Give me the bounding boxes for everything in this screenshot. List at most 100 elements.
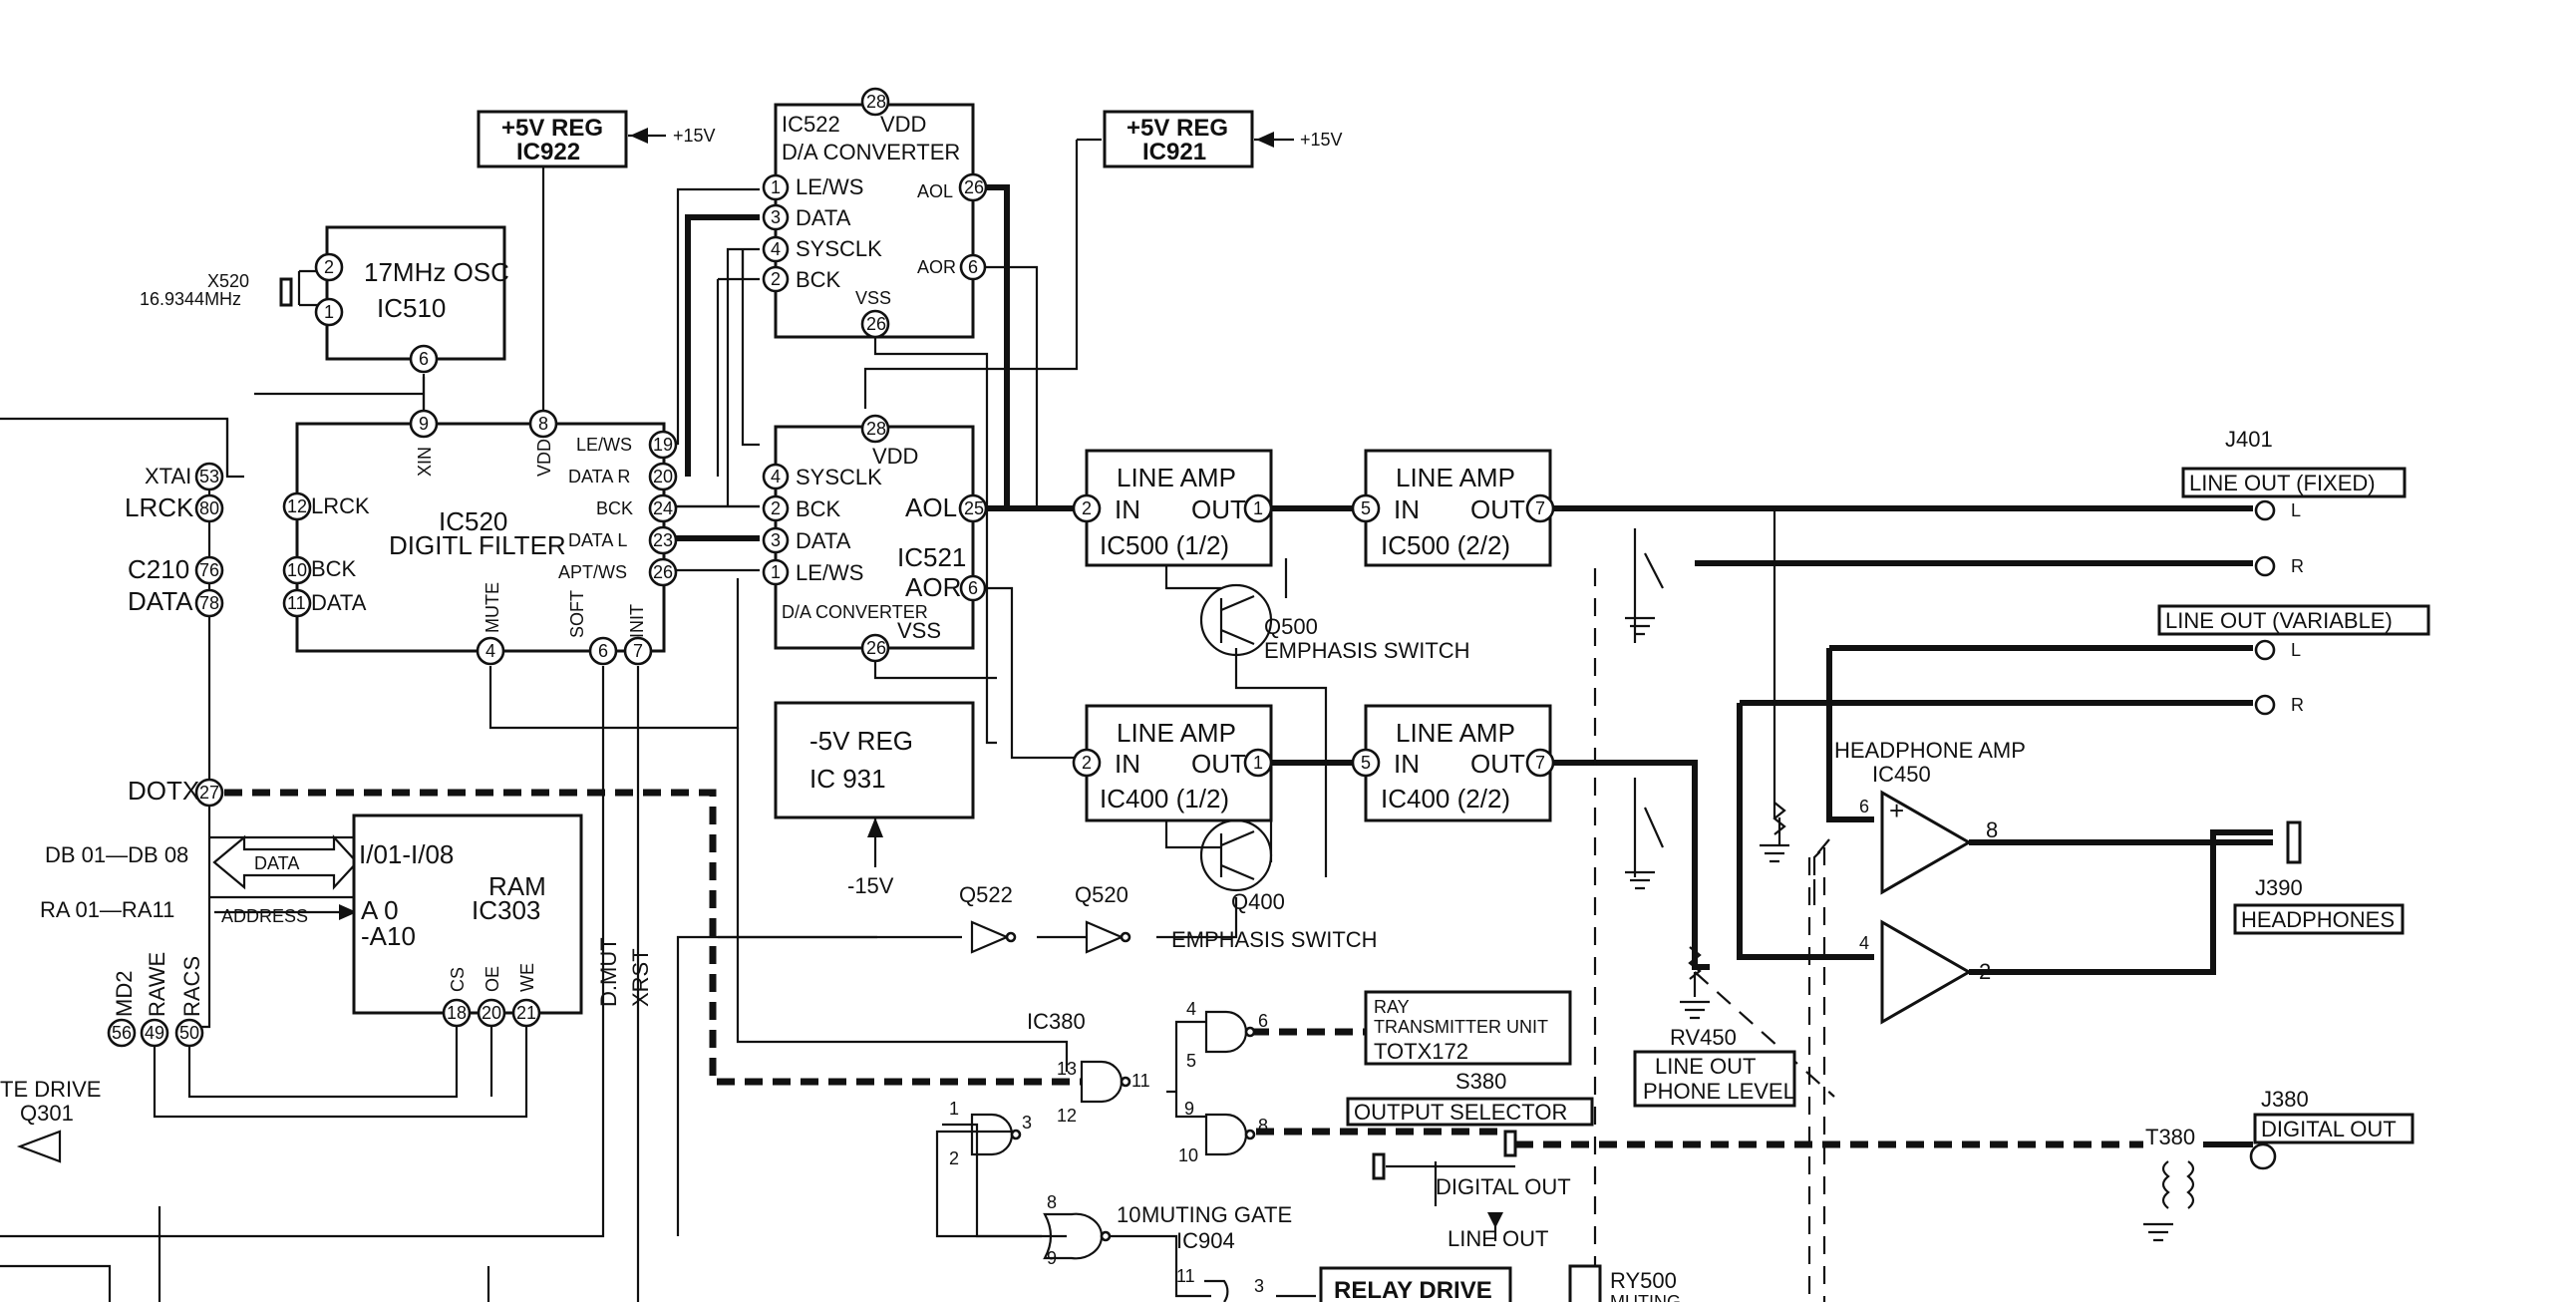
ic931-supply: -15V: [847, 873, 894, 898]
ic520-desc: DIGITL FILTER: [389, 530, 566, 560]
j390-label: J390: [2255, 875, 2303, 900]
ic500b-pin-5: 5: [1361, 498, 1371, 518]
ic522-pin-2: 2: [771, 269, 781, 289]
ic400b-name: IC400 (2/2): [1381, 784, 1510, 814]
ram-oe: OE: [483, 966, 502, 992]
ic522-pin-3: 3: [771, 207, 781, 227]
q500-label: Q500: [1264, 614, 1318, 639]
ic904-pin-8: 8: [1047, 1192, 1057, 1212]
output-selector-label: OUTPUT SELECTOR: [1354, 1100, 1567, 1125]
ic500a-name: IC500 (1/2): [1100, 530, 1229, 560]
ic522-pin-26b: 26: [866, 314, 886, 334]
jack-fixed-r: [2254, 555, 2276, 577]
osc-pin-1: 1: [324, 302, 334, 322]
ic522-pin-bck: BCK: [796, 267, 841, 292]
line-amp-ic400a: LINE AMP IN OUT IC400 (1/2) 2 1: [1072, 704, 1273, 822]
ic380-pin-9: 9: [1184, 1099, 1194, 1119]
jack-var-r: [2254, 694, 2276, 716]
outputs: J401 LINE OUT (FIXED) L R LINE OUT (VARI…: [1633, 427, 2430, 1209]
mcu-pin-56: 56: [112, 1023, 132, 1043]
ic520-pin-23: 23: [653, 530, 673, 550]
reg-ic931: -5V REG IC 931 -15V: [774, 701, 975, 898]
ic380-label: IC380: [1027, 1009, 1086, 1034]
relay-drive: RELAY DRIVE RY500 MUTING: [1319, 1264, 1681, 1302]
sig-data: DATA: [128, 586, 193, 616]
selector-line-out: LINE OUT: [1448, 1226, 1548, 1251]
ic520-pin-10: 10: [287, 560, 307, 580]
ic380-pin-6: 6: [1258, 1011, 1268, 1031]
q500-symbol: [1199, 583, 1273, 657]
ic931-line2: IC 931: [809, 764, 886, 794]
ic904-pin-10: 10: [1117, 1202, 1140, 1227]
ic400b-pin-5: 5: [1361, 753, 1371, 773]
ic380-pin-1: 1: [949, 1099, 959, 1119]
sig-q301: Q301: [20, 1101, 74, 1126]
ic522-pin-1: 1: [771, 177, 781, 197]
ray-line3: TOTX172: [1374, 1039, 1468, 1064]
q400-symbol: [1199, 818, 1273, 892]
ic380-pin-13: 13: [1057, 1059, 1077, 1079]
ic400a-pin-2: 2: [1082, 753, 1092, 773]
osc-ic510: 17MHz OSC IC510 2 1 6 X520 16.9344MHz: [140, 225, 509, 374]
ic522-pin-data: DATA: [796, 205, 851, 230]
ic521-pin-6: 6: [968, 578, 978, 598]
hp-pin-8: 8: [1986, 817, 1998, 842]
muting-gate-label: MUTING GATE: [1141, 1202, 1292, 1227]
hp-amp-plus: +: [1889, 796, 1904, 825]
ic521-name: IC521: [897, 542, 966, 572]
ic380-pin-2: 2: [949, 1148, 959, 1168]
ic500a-title: LINE AMP: [1117, 463, 1236, 492]
dac-ic522: IC522 VDD D/A CONVERTER LE/WS DATA SYSCL…: [762, 87, 988, 339]
ic521-pin-4: 4: [771, 467, 781, 487]
ram-addr2: -A10: [361, 921, 416, 951]
mcu-pin-53: 53: [199, 467, 219, 487]
ic904-pin-3: 3: [1254, 1276, 1264, 1296]
ic500b-name: IC500 (2/2): [1381, 530, 1510, 560]
ic520-data: DATA: [311, 590, 367, 615]
q400-label: Q400: [1231, 889, 1285, 914]
ic922-supply: +15V: [673, 126, 716, 146]
bus-data-label: DATA: [254, 853, 299, 873]
ic520-pin-9: 9: [419, 414, 429, 434]
ic522-aol: AOL: [917, 181, 953, 201]
q520-label: Q520: [1075, 882, 1128, 907]
ic380-pin-3: 3: [1022, 1113, 1032, 1133]
ic500a-in: IN: [1115, 494, 1140, 524]
logic-ic904: 8 9 10 MUTING GATE IC904 11 3: [1043, 1192, 1292, 1302]
ic380-pin-11: 11: [1131, 1071, 1150, 1091]
line-amp-ic500a: LINE AMP IN OUT IC500 (1/2) 2 1: [1072, 449, 1273, 567]
var-l: L: [2291, 640, 2301, 660]
ic400a-title: LINE AMP: [1117, 718, 1236, 748]
sig-ra: RA 01—RA11: [40, 897, 174, 922]
ic520-pin-4: 4: [485, 641, 495, 661]
ic520-vdd: VDD: [534, 439, 554, 477]
ic400a-out: OUT: [1191, 749, 1246, 779]
ic520-pin-20: 20: [653, 467, 673, 487]
sig-md2: MD2: [112, 971, 137, 1017]
sig-db: DB 01—DB 08: [45, 842, 188, 867]
line-out-variable-label: LINE OUT (VARIABLE): [2165, 608, 2393, 633]
relay-drive-label: RELAY DRIVE: [1334, 1277, 1492, 1302]
ic520-soft: SOFT: [567, 590, 587, 638]
ic521-pin-sysclk: SYSCLK: [796, 465, 882, 489]
q522-label: Q522: [959, 882, 1013, 907]
ic520-pin-8: 8: [538, 414, 548, 434]
ic922-line2: IC922: [516, 139, 580, 165]
var-r: R: [2291, 695, 2304, 715]
ram-addr1: A 0: [361, 895, 399, 925]
ic521-vss: VSS: [897, 618, 941, 643]
q400-desc: EMPHASIS SWITCH: [1171, 927, 1378, 952]
rv450-label: RV450: [1670, 1025, 1737, 1050]
hp-amp-bottom: [1880, 919, 1973, 1025]
ic520-bck-out: BCK: [596, 498, 633, 518]
mcu-pin-76: 76: [199, 560, 219, 580]
ic522-title: IC522: [782, 112, 840, 137]
osc-pin-6: 6: [419, 349, 429, 369]
ry500-label: RY500: [1610, 1268, 1677, 1293]
ic521-pin-1: 1: [771, 562, 781, 582]
mcu-pin-49: 49: [145, 1023, 164, 1043]
ic522-pin-lews: LE/WS: [796, 174, 863, 199]
mcu-pin-50: 50: [179, 1023, 199, 1043]
ic521-aor: AOR: [905, 572, 961, 602]
rv450-desc-2: PHONE LEVEL: [1643, 1079, 1795, 1104]
